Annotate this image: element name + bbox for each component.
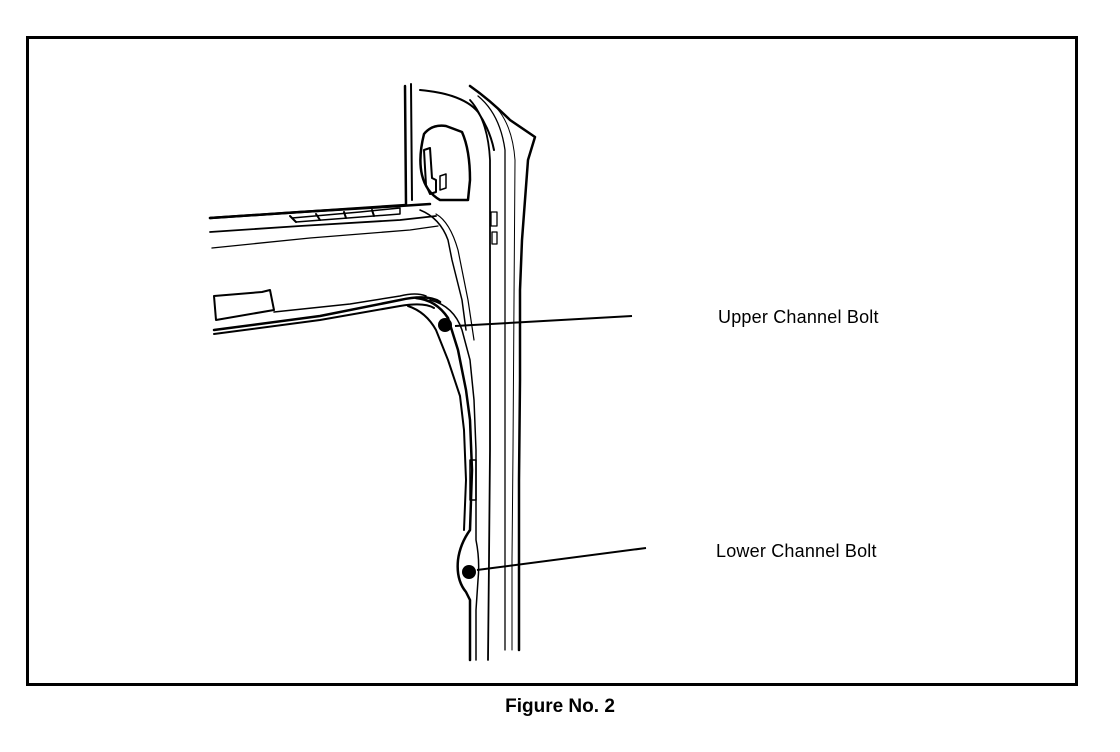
window-tab	[423, 147, 437, 195]
channel-inner-edge	[273, 293, 427, 313]
inner-panel-curve-2	[435, 213, 475, 341]
roof-rail-top	[208, 202, 432, 220]
upper-leader-line	[454, 315, 633, 327]
pillar-left-edge	[410, 83, 413, 201]
lower-leader-line	[476, 547, 647, 571]
channel-slot	[469, 459, 477, 501]
figure-caption: Figure No. 2	[505, 696, 615, 717]
channel-bend-edge	[429, 299, 480, 661]
channel-bottom-edge	[213, 303, 435, 335]
figure-frame	[26, 36, 1078, 686]
window-cutout	[419, 124, 472, 202]
inner-panel-curve	[419, 209, 467, 331]
channel-bend-outer	[414, 296, 474, 662]
lower-channel-bolt-label: Lower Channel Bolt	[716, 541, 877, 561]
pillar-vent-1	[490, 211, 498, 227]
roof-rail-bracket	[291, 207, 401, 223]
upper-channel-bolt-label: Upper Channel Bolt	[718, 307, 879, 327]
pillar-inner-line-1	[477, 95, 506, 651]
pillar-right-edge	[468, 84, 537, 652]
pillar-vent-2	[491, 231, 498, 245]
pillar-inner-line-3	[469, 99, 491, 661]
roof-rail-mid	[209, 215, 437, 233]
channel-bend-inner	[407, 305, 467, 531]
pillar-inner-line-2	[487, 99, 516, 651]
pillar-curve-top	[419, 89, 495, 151]
pillar-outer-edge	[208, 84, 408, 220]
window-inner-slot	[439, 173, 447, 191]
channel-upper-bar	[213, 289, 275, 321]
upper-channel-bolt	[438, 318, 452, 332]
roof-rail-lower	[211, 225, 439, 249]
lower-channel-bolt	[462, 565, 476, 579]
